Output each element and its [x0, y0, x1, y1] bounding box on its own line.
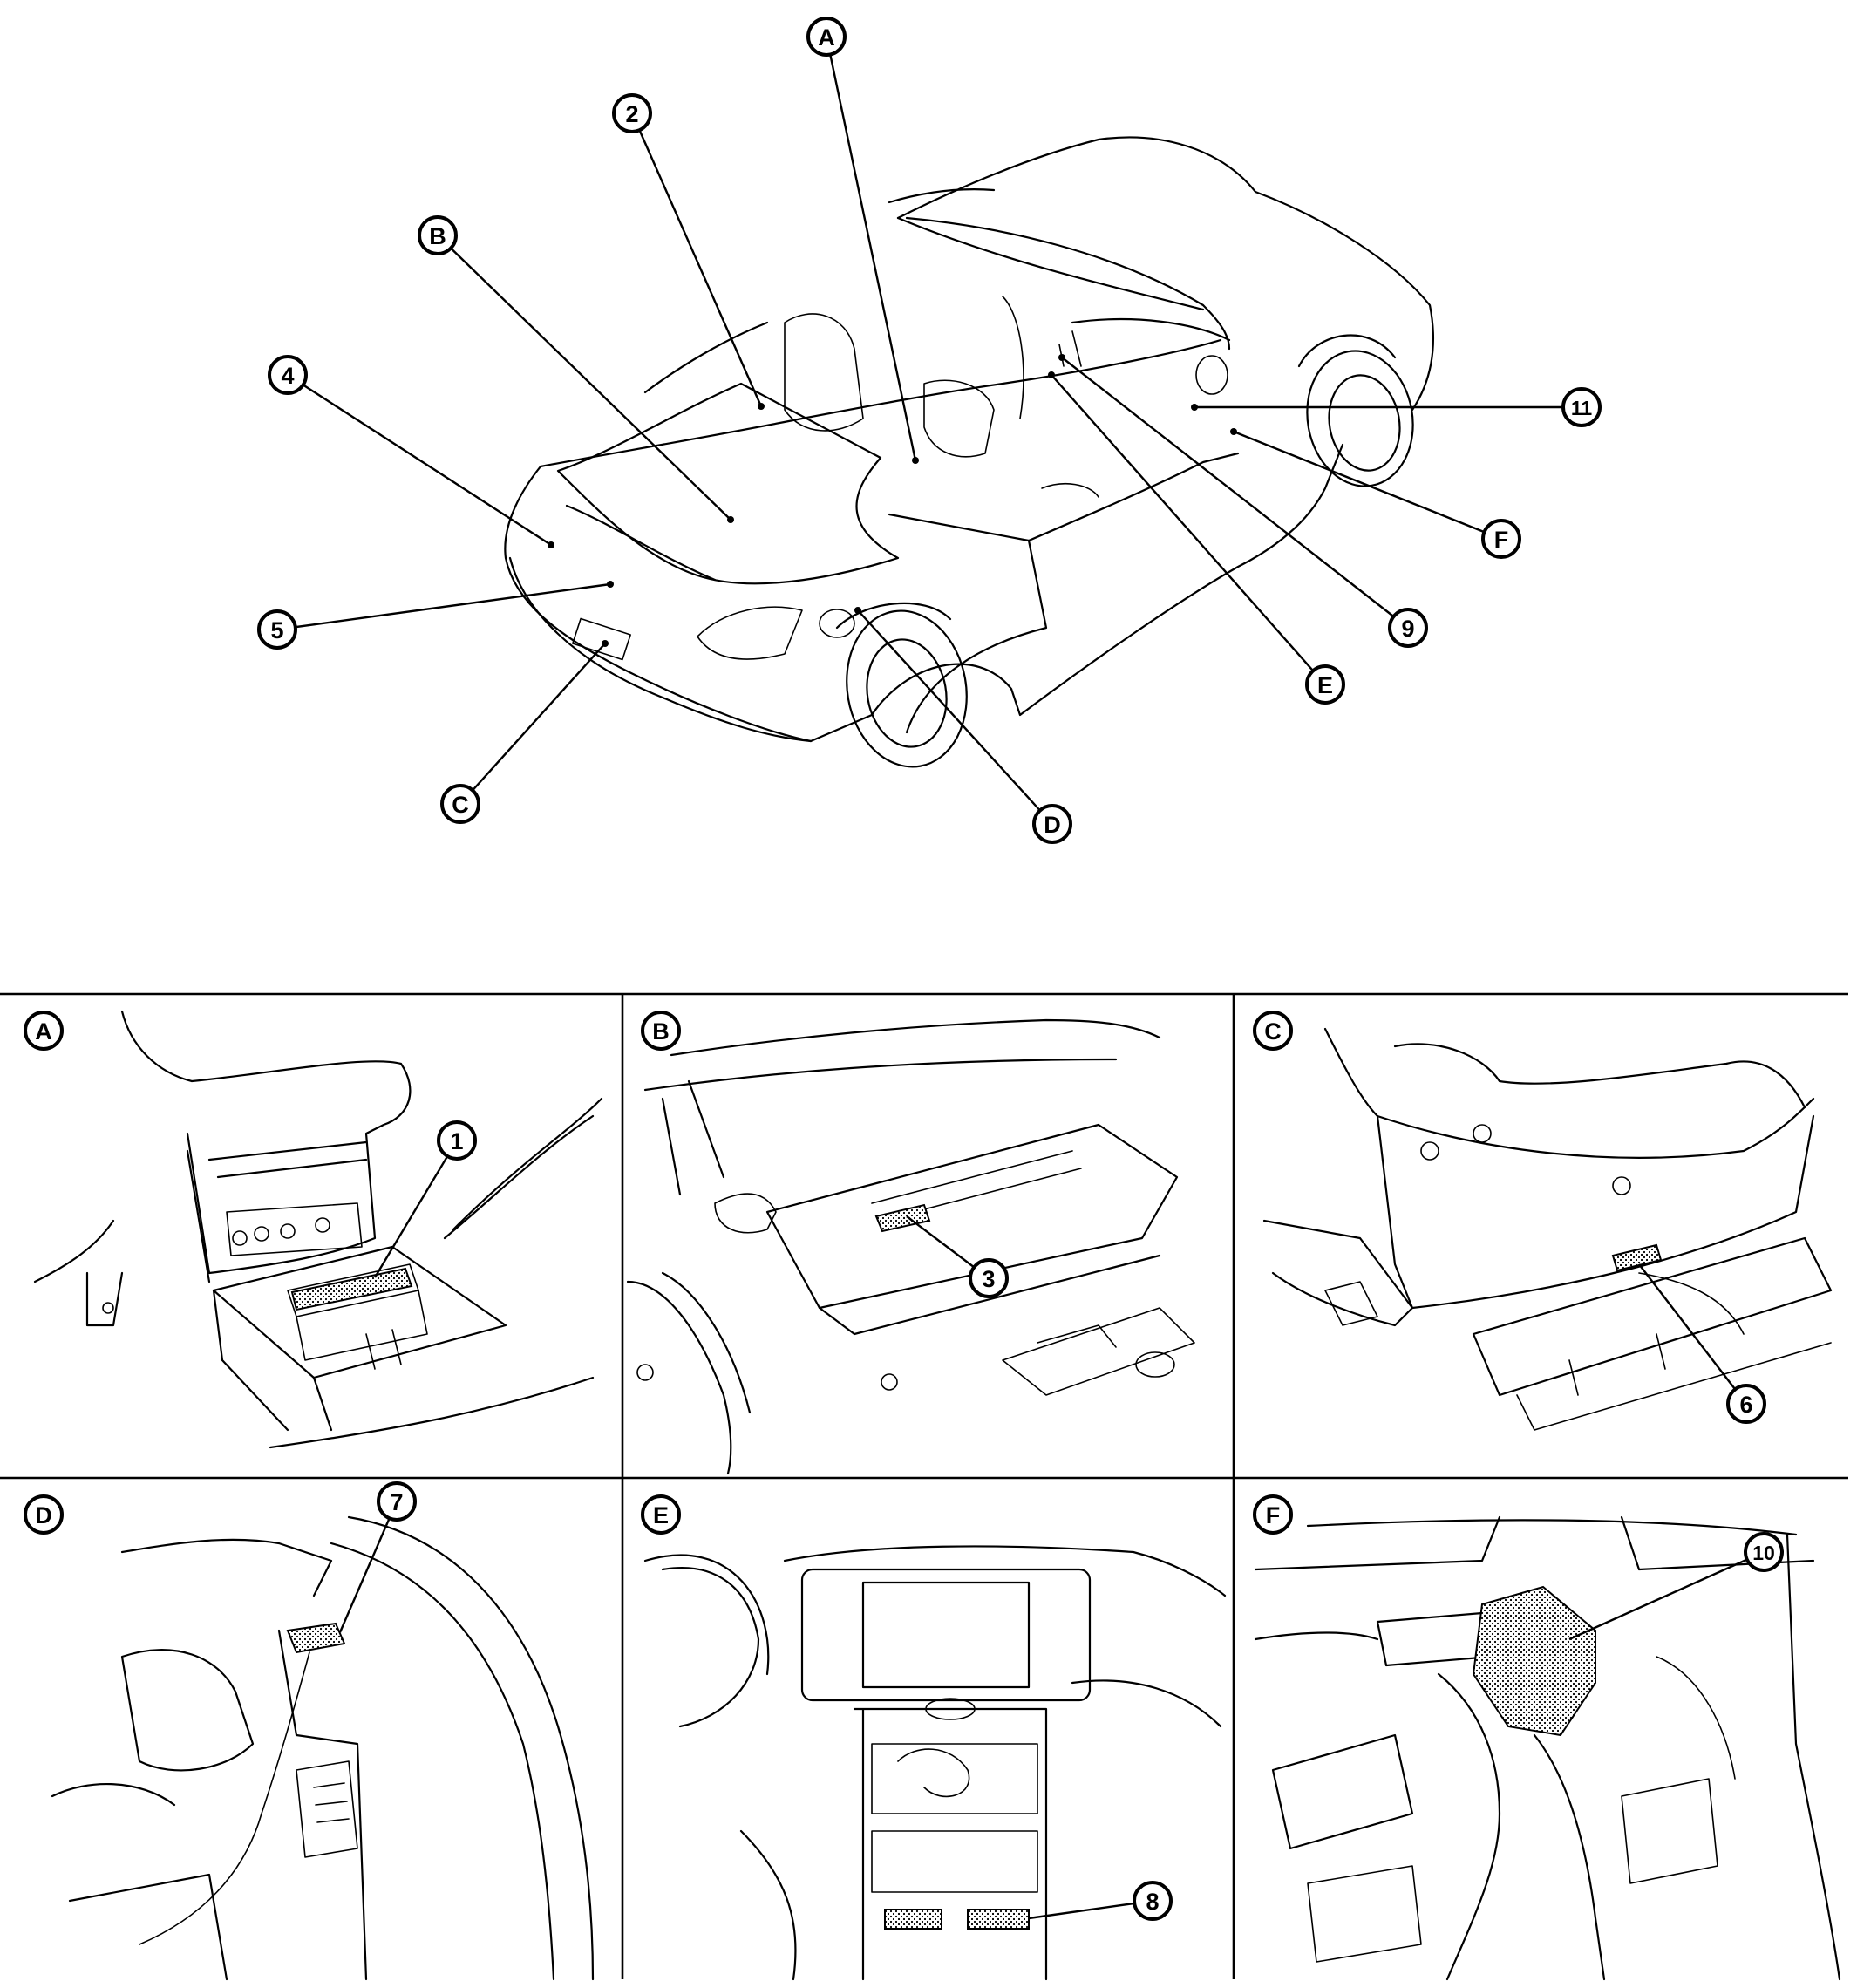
panel-d-label: D	[24, 1494, 64, 1535]
callout-9: 9	[1388, 608, 1428, 648]
detail-panel-c: C 6	[1253, 1011, 1833, 1431]
callout-6: 6	[1726, 1384, 1766, 1424]
callout-view-f: F	[1481, 519, 1521, 559]
callout-view-a: A	[806, 17, 847, 57]
detail-panel-e: E 8	[641, 1494, 1227, 1981]
svg-text:D: D	[35, 1502, 52, 1528]
detail-panel-d: D 7	[24, 1481, 595, 1981]
svg-text:A: A	[35, 1018, 52, 1045]
svg-text:8: 8	[1146, 1889, 1159, 1915]
callout-5: 5	[257, 609, 297, 650]
overview-leader-dots	[548, 354, 1237, 647]
svg-text:B: B	[429, 223, 446, 249]
callout-7: 7	[377, 1481, 417, 1522]
svg-text:2: 2	[625, 101, 638, 127]
car-overview-drawing	[504, 136, 1435, 768]
detail-grid-frame	[0, 992, 1848, 1979]
callout-8: 8	[1133, 1881, 1173, 1921]
callout-view-c: C	[440, 784, 480, 824]
detail-panel-a: A 1	[24, 1010, 603, 1449]
callout-1: 1	[437, 1120, 477, 1161]
svg-text:E: E	[1317, 672, 1333, 698]
svg-text:11: 11	[1571, 397, 1593, 419]
panel-f-label: F	[1253, 1494, 1293, 1535]
panel-a-label: A	[24, 1011, 64, 1051]
detail-panel-b: B 3	[626, 1011, 1195, 1475]
svg-text:D: D	[1044, 812, 1061, 838]
svg-text:B: B	[652, 1018, 670, 1045]
svg-text:10: 10	[1752, 1542, 1775, 1564]
detail-panel-f: F 10	[1253, 1494, 1841, 1981]
svg-text:C: C	[452, 792, 469, 818]
svg-text:A: A	[818, 24, 835, 51]
svg-text:E: E	[653, 1502, 669, 1528]
svg-text:4: 4	[281, 363, 294, 389]
svg-text:6: 6	[1739, 1392, 1752, 1418]
svg-text:3: 3	[982, 1266, 995, 1292]
callout-2: 2	[612, 93, 652, 133]
panel-c-label: C	[1253, 1011, 1293, 1051]
svg-text:7: 7	[390, 1489, 403, 1515]
callout-view-b: B	[418, 215, 458, 255]
svg-text:5: 5	[270, 617, 283, 643]
callout-4: 4	[268, 355, 308, 395]
callout-11: 11	[1561, 387, 1602, 427]
callout-view-d: D	[1032, 804, 1072, 844]
panel-e-label: E	[641, 1494, 681, 1535]
callout-3: 3	[969, 1258, 1009, 1298]
panel-b-label: B	[641, 1011, 681, 1051]
svg-text:1: 1	[450, 1128, 463, 1154]
overview-leader-lines	[276, 36, 1562, 825]
svg-text:F: F	[1494, 527, 1509, 553]
svg-text:9: 9	[1401, 616, 1414, 642]
callout-view-e: E	[1305, 664, 1345, 705]
callout-10: 10	[1744, 1532, 1784, 1572]
svg-text:C: C	[1264, 1018, 1282, 1045]
svg-text:F: F	[1266, 1502, 1281, 1528]
